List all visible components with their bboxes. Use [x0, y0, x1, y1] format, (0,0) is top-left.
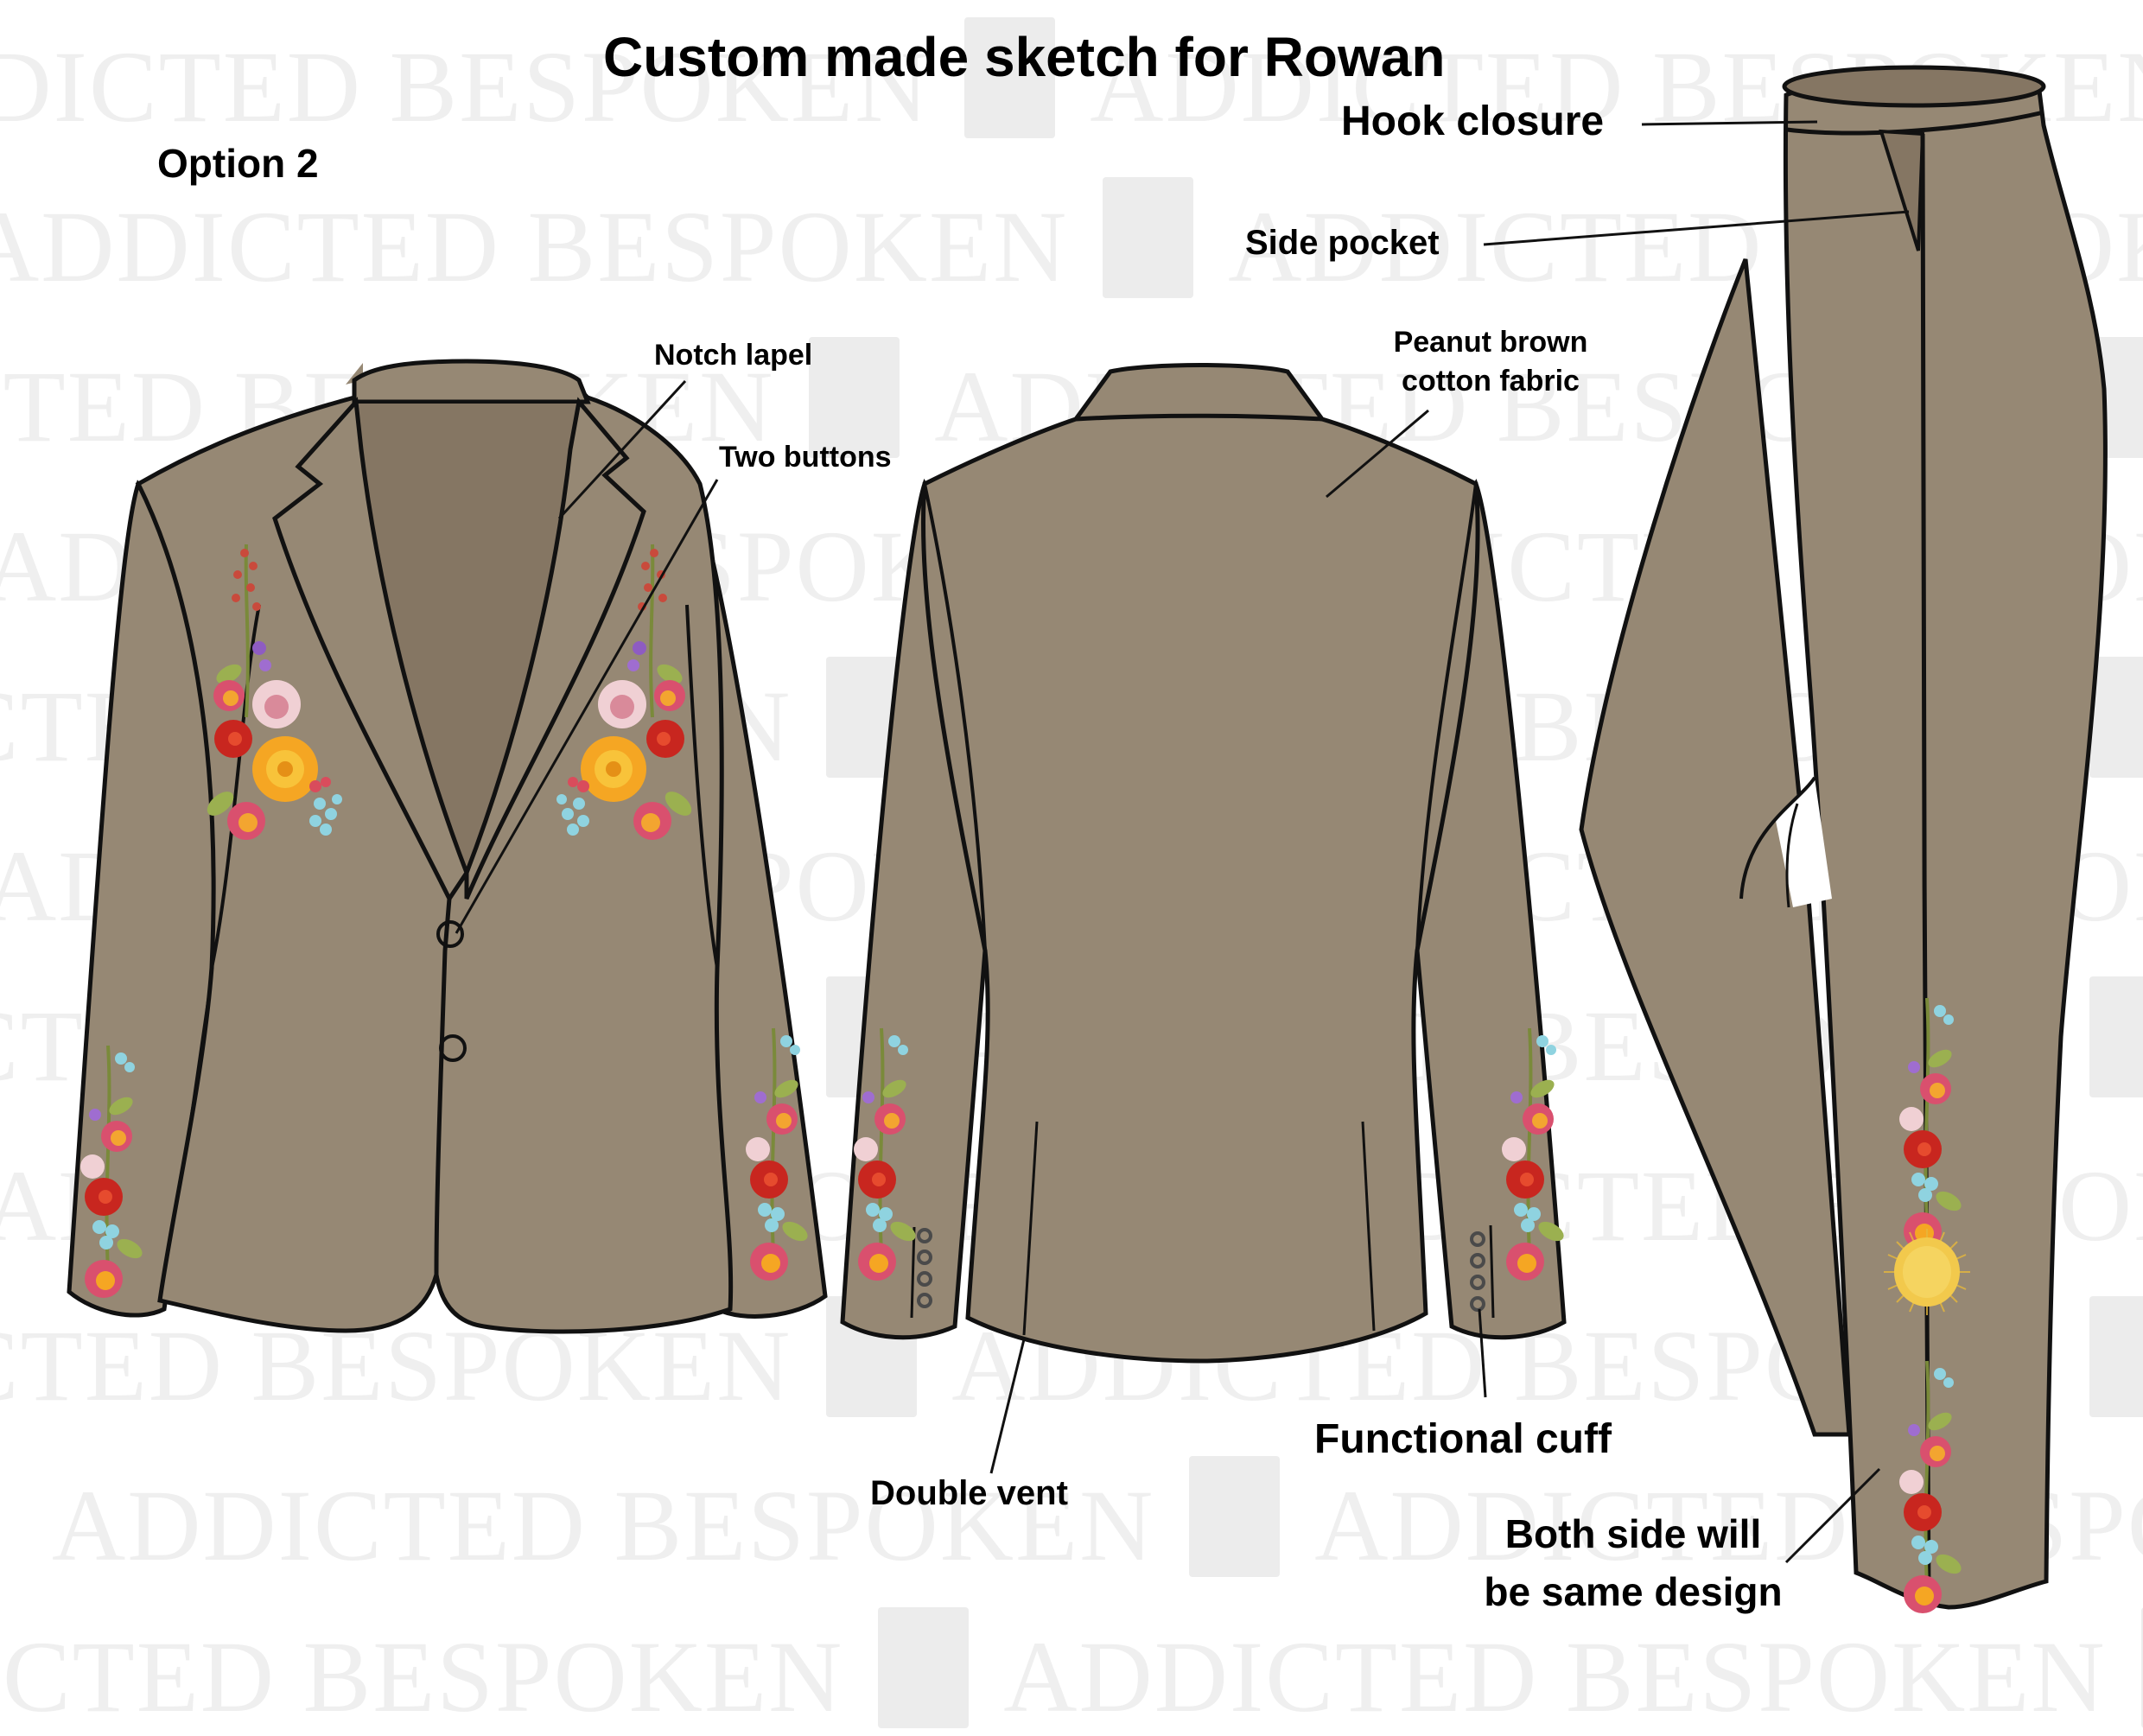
cuff-button	[1470, 1253, 1485, 1269]
trouser-back-leg	[1579, 258, 1852, 1437]
label-notch-lapel: Notch lapel	[654, 339, 813, 372]
vent-right	[1361, 1121, 1376, 1332]
cuff-button	[917, 1250, 932, 1265]
label-both-sides: Both side will be same design	[1460, 1505, 1806, 1620]
label-fabric-line1: Peanut brown	[1393, 326, 1588, 359]
jacket-button	[436, 920, 464, 948]
label-functional-cuff: Functional cuff	[1314, 1416, 1612, 1462]
jacket-front	[67, 359, 828, 1334]
label-fabric-line2: cotton fabric	[1402, 365, 1580, 398]
cuff-button	[917, 1293, 932, 1308]
jacket-back	[840, 363, 1569, 1364]
gold-sun-icon	[1884, 1229, 1970, 1315]
trousers-side	[1579, 65, 2108, 1615]
cuff-button	[1470, 1296, 1485, 1312]
vent-left	[1022, 1121, 1039, 1336]
cuff-button	[917, 1228, 932, 1243]
label-double-vent: Double vent	[870, 1474, 1068, 1512]
side-pocket	[1879, 129, 1925, 251]
waistband-seam	[1786, 110, 2044, 136]
cuff-button	[1470, 1275, 1485, 1290]
waistband-top	[1782, 65, 2046, 108]
notch-lapel-left	[272, 397, 469, 903]
label-both-sides-line1: Both side will	[1504, 1511, 1762, 1556]
label-side-pocket: Side pocket	[1245, 224, 1440, 262]
label-hook-closure: Hook closure	[1341, 99, 1605, 144]
trouser-front-leg	[1783, 79, 2108, 1610]
cuff-button	[917, 1271, 932, 1287]
jacket-button	[439, 1034, 467, 1062]
cuff-button	[1470, 1231, 1485, 1247]
notch-lapel-right	[464, 397, 646, 900]
label-two-buttons: Two buttons	[719, 441, 892, 474]
label-both-sides-line2: be same design	[1484, 1568, 1783, 1614]
option-label: Option 2	[157, 141, 319, 186]
annotation-leaders	[455, 120, 1910, 1564]
page-title: Custom made sketch for Rowan	[603, 26, 1446, 88]
garment-sketch	[67, 65, 2108, 1615]
label-fabric: Peanut brown cotton fabric	[1370, 326, 1612, 398]
